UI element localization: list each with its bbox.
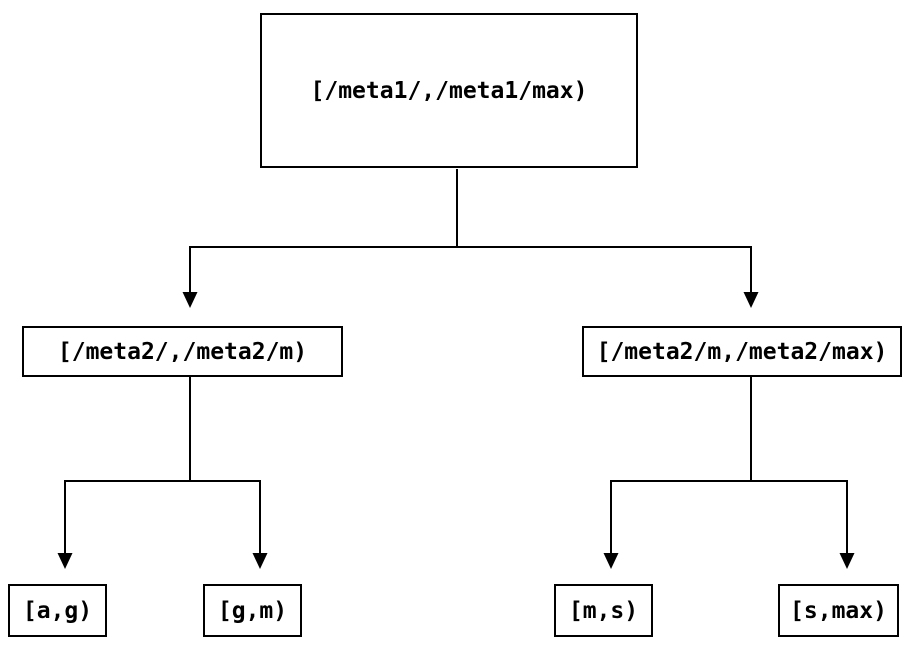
arrowhead-to-left-child-icon xyxy=(182,292,198,308)
node-right-child-label: [/meta2/m,/meta2/max) xyxy=(596,338,888,365)
node-root-label: [/meta1/,/meta1/max) xyxy=(310,77,588,104)
arrowhead-to-leaf-gm-icon xyxy=(252,553,268,569)
node-leaf-gm-label: [g,m) xyxy=(217,597,288,624)
node-root: [/meta1/,/meta1/max) xyxy=(260,13,638,168)
node-leaf-gm: [g,m) xyxy=(203,584,302,637)
node-left-child-label: [/meta2/,/meta2/m) xyxy=(57,338,308,365)
node-left-child: [/meta2/,/meta2/m) xyxy=(22,326,343,377)
arrowhead-to-leaf-smax-icon xyxy=(839,553,855,569)
node-right-child: [/meta2/m,/meta2/max) xyxy=(582,326,902,377)
node-leaf-ms-label: [m,s) xyxy=(568,597,639,624)
node-leaf-ms: [m,s) xyxy=(554,584,653,637)
node-leaf-ag: [a,g) xyxy=(8,584,107,637)
arrowhead-to-leaf-ms-icon xyxy=(603,553,619,569)
arrowhead-to-leaf-ag-icon xyxy=(57,553,73,569)
node-leaf-ag-label: [a,g) xyxy=(22,597,93,624)
node-leaf-smax: [s,max) xyxy=(778,584,899,637)
node-leaf-smax-label: [s,max) xyxy=(790,597,887,624)
arrowhead-to-right-child-icon xyxy=(743,292,759,308)
